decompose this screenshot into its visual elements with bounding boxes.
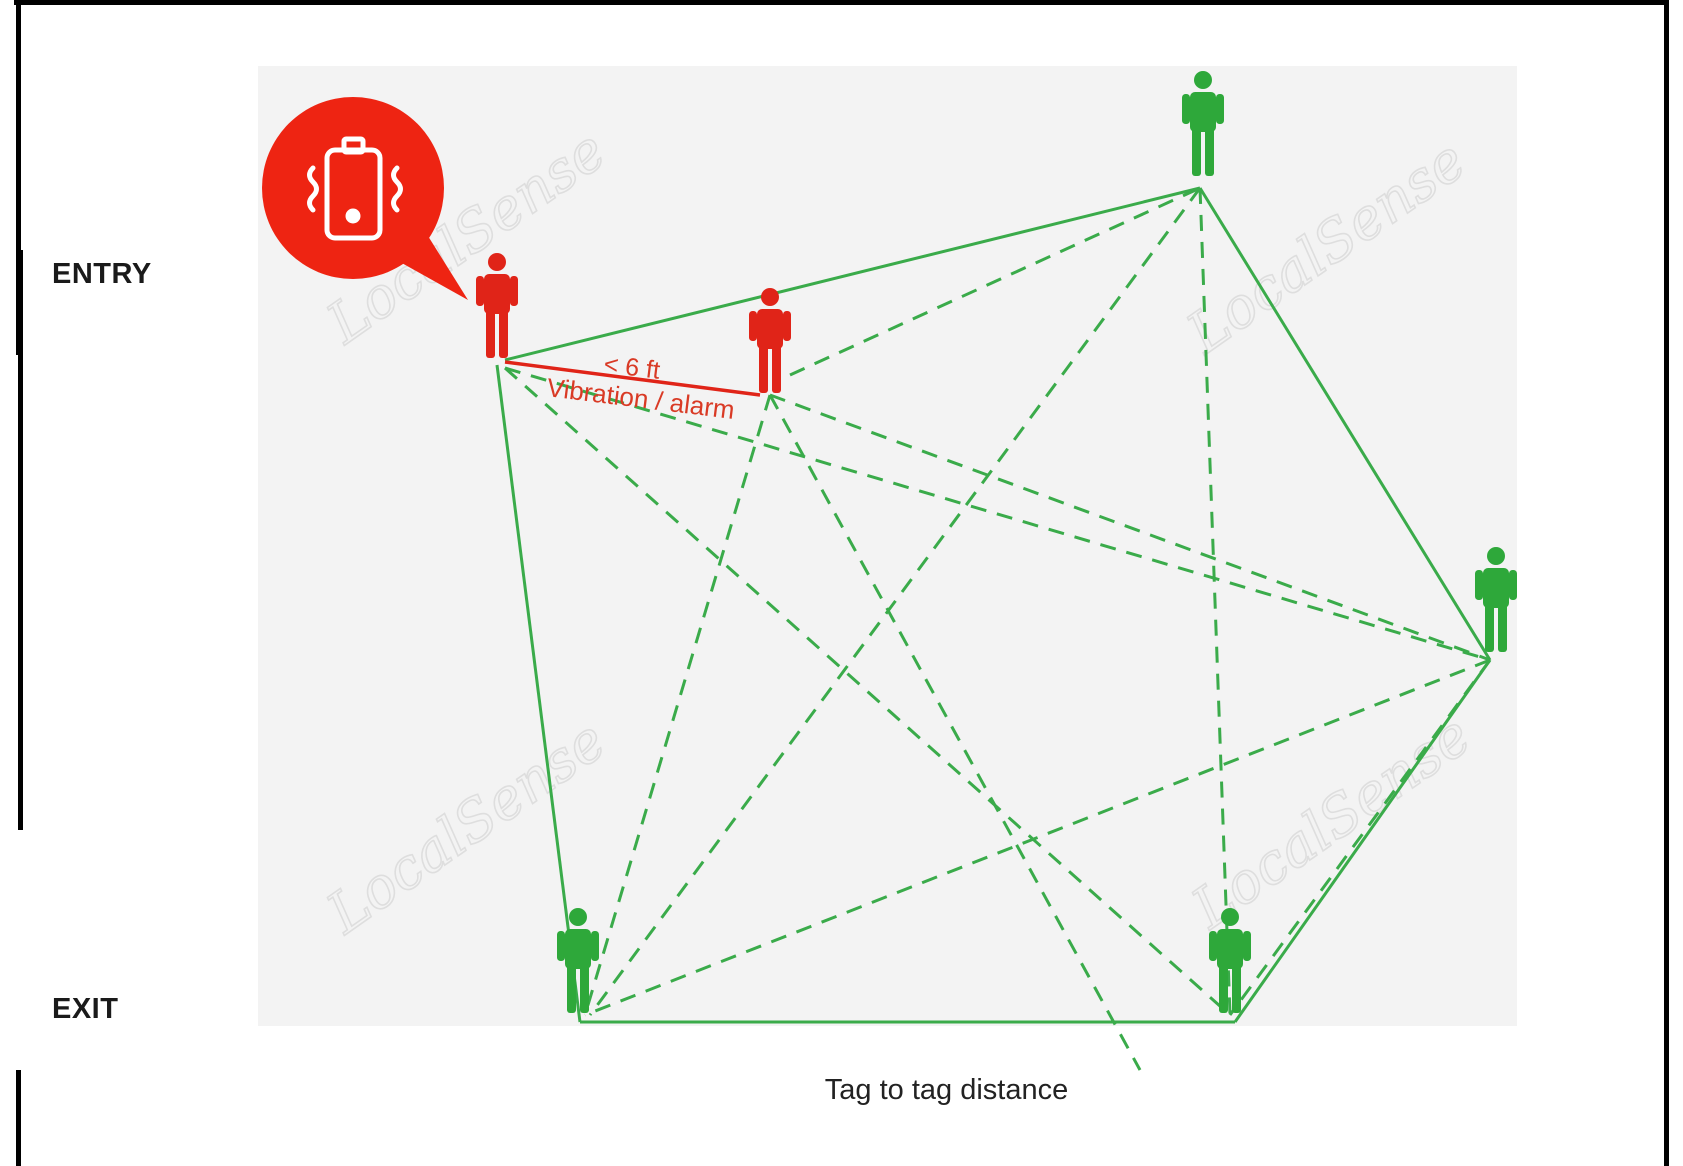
frame-left-border: [18, 250, 23, 830]
alert-bubble: [262, 97, 468, 300]
solid-connections: [495, 186, 1492, 1024]
frame-right-border: [1664, 0, 1669, 1166]
vibrating-phone-icon: [307, 136, 403, 241]
exit-label: EXIT: [52, 993, 119, 1025]
frame-left-border: [16, 1070, 21, 1166]
alert-distance-line: [504, 360, 761, 397]
diagram-panel: [258, 66, 1517, 1026]
dashed-link: [1198, 187, 1232, 1016]
dashed-link: [769, 393, 1491, 662]
dashed-link: [768, 394, 1142, 1071]
dashed-link: [584, 658, 1491, 1017]
dashed-link: [504, 366, 1491, 662]
solid-link: [1198, 187, 1492, 661]
solid-link: [504, 186, 1201, 362]
entry-label: ENTRY: [52, 258, 152, 290]
dashed-connections: [504, 186, 1492, 1071]
solid-link: [1233, 659, 1492, 1023]
solid-link: [495, 364, 582, 1023]
frame-left-border: [16, 0, 21, 355]
frame-top-border: [14, 0, 1668, 5]
diagram-caption: Tag to tag distance: [824, 1074, 1069, 1106]
dashed-link: [588, 187, 1202, 1016]
dashed-link: [789, 186, 1201, 377]
dashed-link: [1228, 659, 1492, 1016]
distance-limit-label: < 6 ft: [602, 350, 661, 385]
